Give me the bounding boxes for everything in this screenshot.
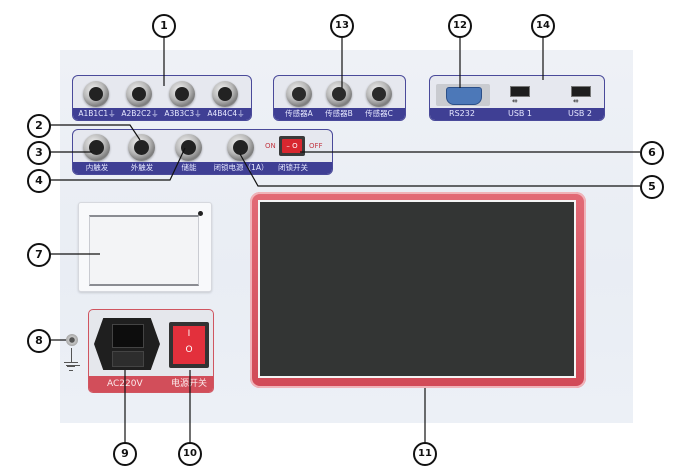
callout-8: 8 [27, 329, 51, 353]
internal-trigger-connector[interactable] [83, 134, 110, 161]
callout-13: 13 [330, 14, 354, 38]
callout-3: 3 [27, 141, 51, 165]
external-trigger-label: 外触发 [130, 163, 154, 172]
sensor-connector-b[interactable] [326, 81, 352, 107]
rs232-label: RS232 [449, 109, 475, 118]
phase-connector-2[interactable] [126, 81, 152, 107]
phase-label-1: A1B1C1⏚ [78, 109, 116, 118]
sensor-connector-c[interactable] [366, 81, 392, 107]
energy-storage-label: 储能 [181, 163, 197, 172]
phase-connector-4[interactable] [212, 81, 238, 107]
internal-trigger-label: 内触发 [85, 163, 109, 172]
external-trigger-connector[interactable] [128, 134, 155, 161]
rs232-dsub-icon [446, 87, 482, 105]
printer-paper-slot [89, 215, 199, 286]
phase-label-4: A4B4C4⏚ [207, 109, 245, 118]
lockout-power-connector[interactable] [227, 134, 254, 161]
display-bezel [250, 192, 586, 388]
callout-12: 12 [448, 14, 472, 38]
ac-power-socket[interactable] [94, 318, 160, 370]
callout-1: 1 [152, 14, 176, 38]
switch-on-label: ON [265, 142, 276, 150]
printer-led-icon [198, 211, 203, 216]
sensor-group: 传感器A 传感器B 传感器C [273, 75, 406, 121]
switch-on-mark: – [286, 142, 290, 150]
callout-7: 7 [27, 243, 51, 267]
iec-socket-icon [112, 324, 144, 348]
energy-storage-connector[interactable] [175, 134, 202, 161]
callout-11: 11 [413, 442, 437, 466]
power-switch[interactable]: I O [169, 322, 209, 368]
usb1-port[interactable] [510, 86, 530, 97]
rocker-off-mark: O [185, 345, 193, 355]
fuse-holder-icon [112, 351, 144, 367]
lockout-switch-label: 闭锁开关 [278, 163, 308, 172]
ground-symbol-icon [64, 362, 78, 363]
callout-14: 14 [531, 14, 555, 38]
leader-line-4 [50, 147, 186, 181]
leader-line-5 [239, 153, 640, 187]
lockout-power-label: 闭锁电源（1A） [213, 163, 269, 172]
callout-6: 6 [640, 141, 664, 165]
power-switch-label: 电源开关 [171, 379, 208, 389]
usb-icon: ⇺ [512, 97, 518, 105]
phase-connector-3[interactable] [169, 81, 195, 107]
callout-4: 4 [27, 169, 51, 193]
sensor-label-c: 传感器C [365, 109, 393, 118]
ground-symbol-icon [67, 366, 75, 367]
leader-line-2 [50, 124, 141, 141]
rs232-port[interactable] [436, 84, 490, 106]
callout-5: 5 [640, 175, 664, 199]
phase-input-group: A1B1C1⏚ A2B2C2⏚ A3B3C3⏚ A4B4C4⏚ [72, 75, 252, 121]
ground-symbol-icon [71, 348, 72, 362]
callout-10: 10 [178, 442, 202, 466]
ground-terminal[interactable] [66, 334, 78, 346]
power-label-bar [89, 376, 213, 392]
comms-group: ⇺ ⇺ RS232 USB 1 USB 2 [429, 75, 605, 121]
phase-label-2: A2B2C2⏚ [121, 109, 159, 118]
sensor-label-b: 传感器B [325, 109, 353, 118]
label-bar [430, 108, 604, 120]
switch-off-label: OFF [309, 142, 323, 150]
usb2-port[interactable] [571, 86, 591, 97]
lockout-switch[interactable]: – O [279, 136, 305, 156]
label-bar [274, 108, 405, 120]
lcd-touchscreen[interactable] [260, 202, 574, 376]
power-section: I O AC220V 电源开关 [88, 309, 214, 393]
trigger-group: ON – O OFF 内触发 外触发 储能 闭锁电源（1A） 闭锁开关 [72, 129, 333, 175]
usb1-label: USB 1 [507, 109, 533, 118]
phase-label-3: A3B3C3⏚ [164, 109, 202, 118]
phase-connector-1[interactable] [83, 81, 109, 107]
rocker-on-mark: I [187, 329, 191, 339]
label-bar [73, 108, 251, 120]
label-bar [73, 162, 332, 174]
callout-9: 9 [113, 442, 137, 466]
sensor-connector-a[interactable] [286, 81, 312, 107]
usb-icon: ⇺ [573, 97, 579, 105]
thermal-printer[interactable] [78, 202, 212, 292]
callout-2: 2 [27, 114, 51, 138]
usb2-label: USB 2 [567, 109, 593, 118]
sensor-label-a: 传感器A [285, 109, 313, 118]
switch-off-mark: O [292, 142, 298, 150]
ground-symbol-icon [69, 370, 73, 371]
